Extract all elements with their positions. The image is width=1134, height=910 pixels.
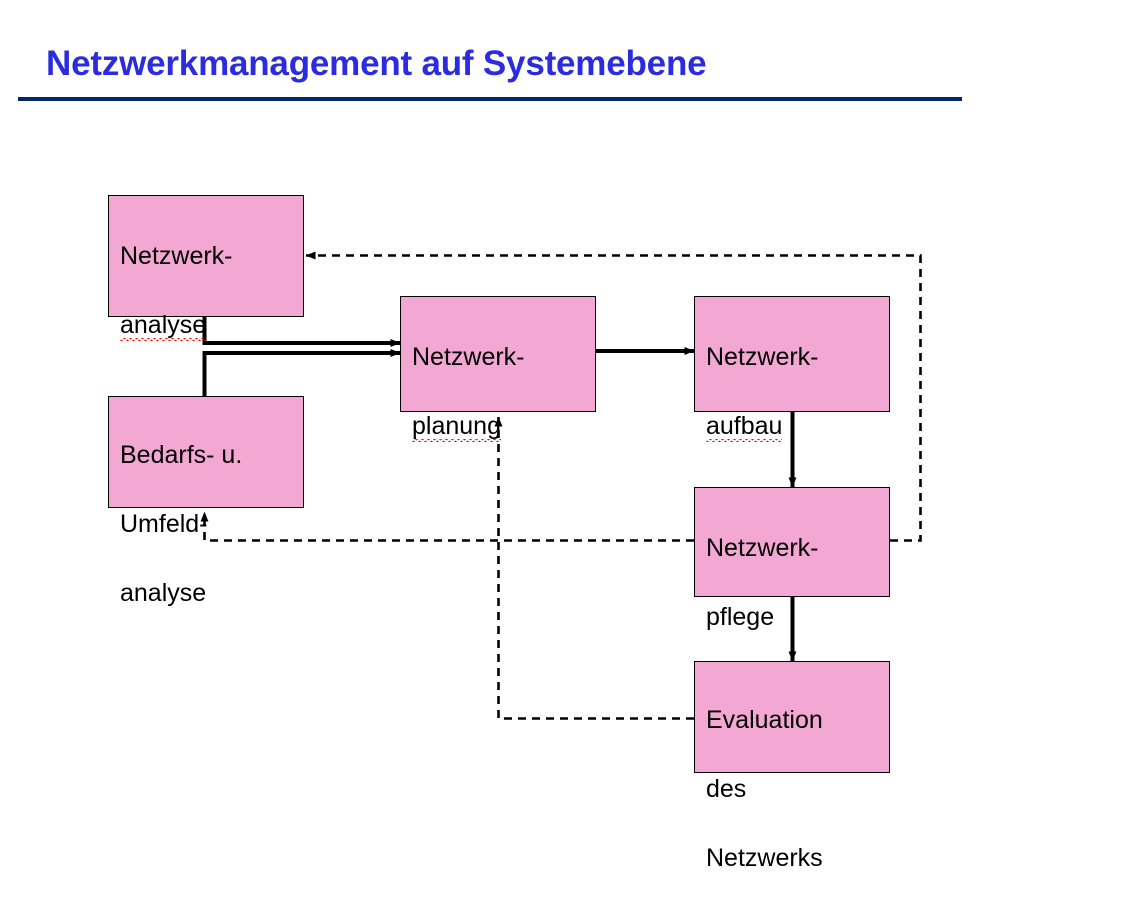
node-netzwerkpflege-line-1: pflege [706, 602, 775, 631]
node-netzwerkaufbau-line-0: Netzwerk- [706, 342, 819, 371]
node-netzwerkaufbau-line-1: aufbau [706, 409, 783, 444]
title-divider [18, 97, 962, 101]
edge-netzwerkanalyse-to-netzwerkplanung [202, 317, 401, 347]
node-evaluation-line-1: des [706, 774, 747, 803]
edge-bedarfsanalyse-to-netzwerkplanung [202, 349, 401, 396]
edge-evaluation-to-netzwerkplanung [494, 416, 694, 720]
node-bedarfsanalyse-line-2: analyse [120, 578, 207, 607]
node-netzwerkplanung-line-1: planung [412, 409, 501, 444]
edge-layer [200, 251, 922, 720]
node-evaluation-des-netzwerks[interactable]: Evaluation des Netzwerks [694, 661, 890, 872]
network-management-flowchart: Netzwerk- analyse Bedarfs- u. Umfeld- an… [108, 195, 922, 872]
node-evaluation-line-2: Netzwerks [706, 843, 823, 872]
node-netzwerkpflege-line-0: Netzwerk- [706, 533, 819, 562]
node-netzwerkplanung[interactable]: Netzwerk- planung [400, 296, 596, 442]
node-netzwerkanalyse-line-0: Netzwerk- [120, 241, 233, 270]
node-evaluation-line-0: Evaluation [706, 705, 823, 734]
node-bedarfsanalyse-line-1: Umfeld- [120, 509, 208, 538]
edge-netzwerkpflege-to-netzwerkanalyse [305, 251, 922, 542]
node-netzwerkplanung-line-0: Netzwerk- [412, 342, 525, 371]
edge-netzwerkpflege-to-bedarfsanalyse [200, 511, 694, 542]
page-title: Netzwerkmanagement auf Systemebene [46, 44, 707, 83]
node-netzwerkanalyse[interactable]: Netzwerk- analyse [108, 195, 304, 341]
node-netzwerkanalyse-line-1: analyse [120, 308, 207, 343]
node-bedarfsanalyse[interactable]: Bedarfs- u. Umfeld- analyse [108, 396, 304, 607]
node-netzwerkaufbau[interactable]: Netzwerk- aufbau [694, 296, 890, 442]
node-bedarfsanalyse-line-0: Bedarfs- u. [120, 440, 243, 469]
node-netzwerkpflege[interactable]: Netzwerk- pflege [694, 487, 890, 631]
